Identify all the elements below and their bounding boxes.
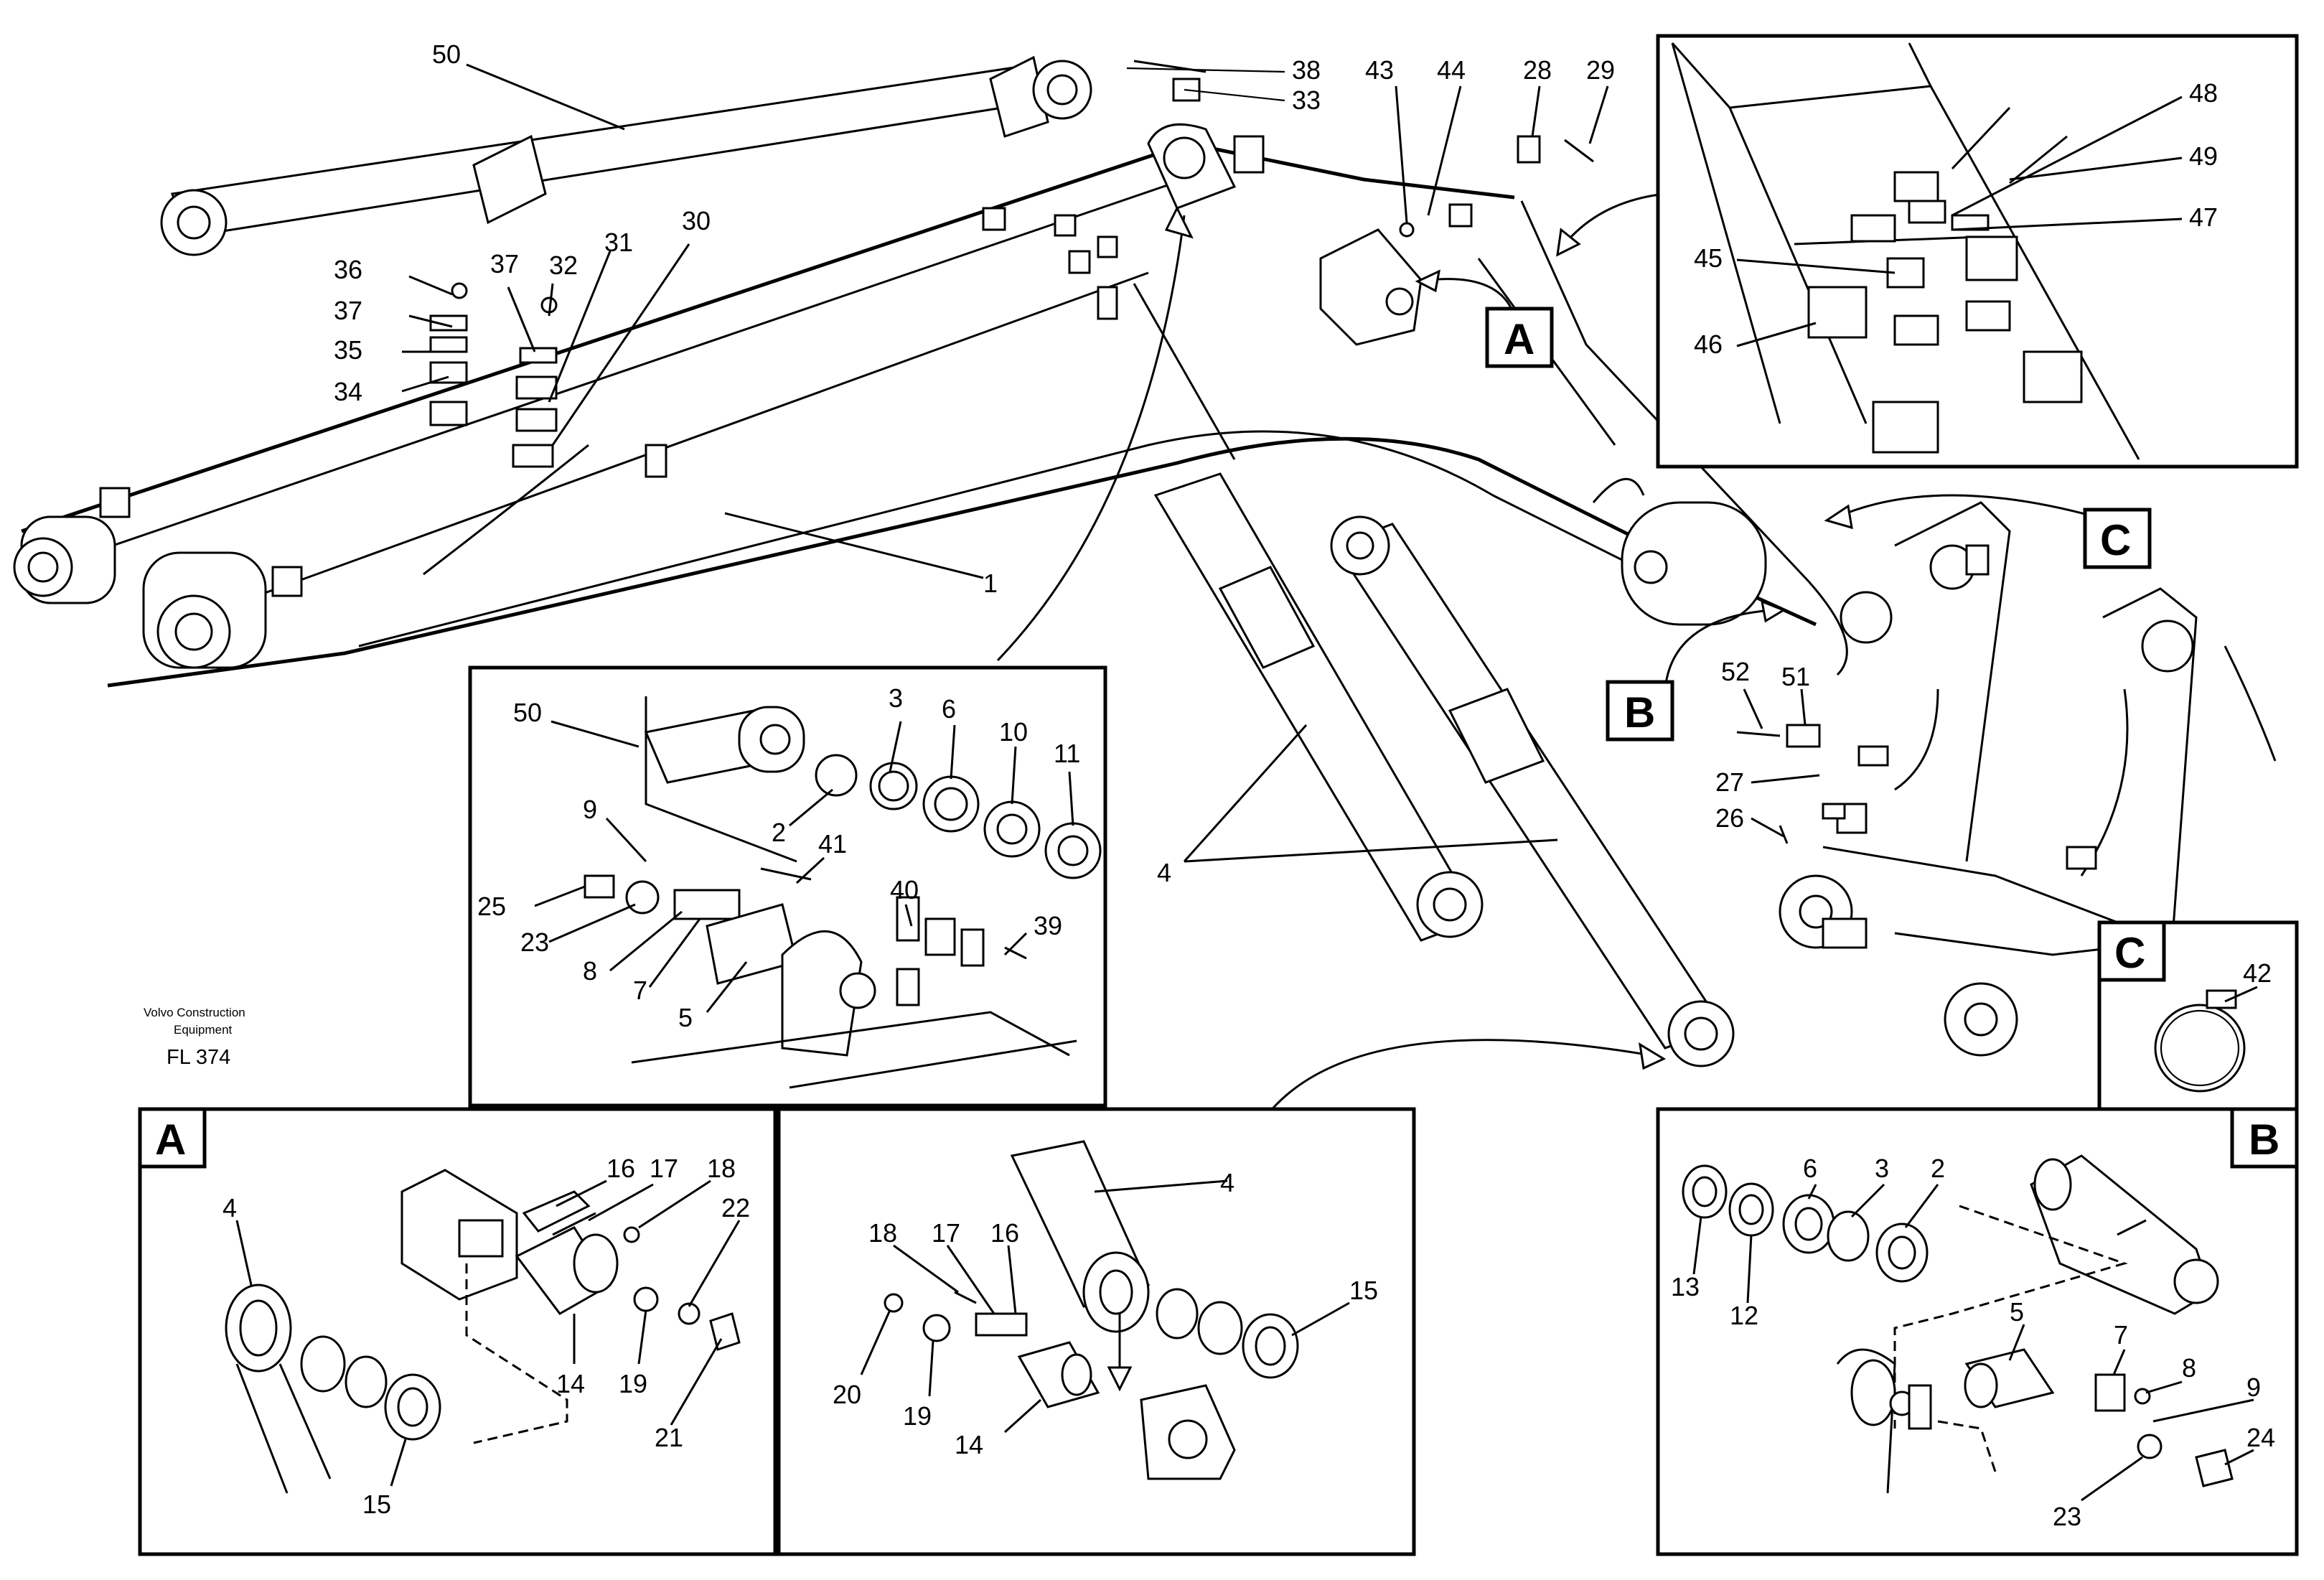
callout-37: 37 xyxy=(334,296,362,325)
callout-3-B: 3 xyxy=(1875,1154,1889,1183)
callout-21: 21 xyxy=(655,1423,683,1452)
callout-49: 49 xyxy=(2189,141,2218,171)
callout-19-A: 19 xyxy=(619,1369,647,1398)
callout-6-inset: 6 xyxy=(942,694,956,724)
callout-15-A: 15 xyxy=(362,1490,391,1519)
credit-block: Volvo Construction Equipment FL 374 xyxy=(144,1006,245,1069)
callout-11: 11 xyxy=(1054,739,1080,768)
callout-51: 51 xyxy=(1781,662,1810,691)
callout-52: 52 xyxy=(1721,657,1750,686)
inset-C-letter: C xyxy=(2114,929,2145,977)
callout-35: 35 xyxy=(334,335,362,365)
credit-line-2: Equipment xyxy=(174,1023,233,1037)
callout-3-inset: 3 xyxy=(889,683,903,713)
callout-13: 13 xyxy=(1671,1272,1700,1301)
inset-B-letter: B xyxy=(2249,1116,2280,1164)
callout-14-mid: 14 xyxy=(955,1430,983,1459)
detail-markers: A B C xyxy=(1485,307,2152,742)
callout-26: 26 xyxy=(1715,803,1744,833)
callout-23-inset: 23 xyxy=(520,927,549,957)
callout-9-inset: 9 xyxy=(583,795,597,824)
boom-cylinder-50 xyxy=(160,55,1092,256)
callout-43: 43 xyxy=(1365,55,1394,85)
callout-48: 48 xyxy=(2189,78,2218,108)
callout-18-mid: 18 xyxy=(868,1218,897,1248)
callout-42: 42 xyxy=(2243,958,2272,988)
callout-2-inset: 2 xyxy=(772,818,786,847)
callout-12: 12 xyxy=(1730,1301,1758,1330)
marker-A: A xyxy=(1504,315,1535,363)
callout-17-mid: 17 xyxy=(932,1218,960,1248)
callout-14-A: 14 xyxy=(556,1369,585,1398)
callout-44: 44 xyxy=(1437,55,1466,85)
callout-39: 39 xyxy=(1034,911,1062,940)
callout-45: 45 xyxy=(1694,243,1723,273)
callout-9-B: 9 xyxy=(2246,1373,2261,1402)
callout-5-inset: 5 xyxy=(678,1003,693,1032)
callout-50-inset: 50 xyxy=(513,698,542,727)
callout-38: 38 xyxy=(1292,55,1321,85)
callout-7-B: 7 xyxy=(2114,1320,2128,1350)
callout-4-mid: 4 xyxy=(1220,1168,1234,1197)
callout-8-B: 8 xyxy=(2182,1353,2196,1383)
callout-10: 10 xyxy=(999,717,1028,747)
callout-6-B: 6 xyxy=(1803,1154,1817,1183)
top-hardware xyxy=(1133,60,1594,238)
callout-36: 36 xyxy=(334,255,362,284)
callout-34: 34 xyxy=(334,377,362,406)
inset-mid: 4 18 17 16 15 20 19 14 xyxy=(777,1107,1416,1556)
inset-center: 50 3 6 10 11 2 9 41 40 25 23 8 7 5 39 xyxy=(468,665,1107,1108)
callout-17-A: 17 xyxy=(650,1154,678,1183)
callout-41: 41 xyxy=(818,829,847,859)
leader-lines-main xyxy=(401,63,1820,863)
credit-line-1: Volvo Construction xyxy=(144,1006,245,1019)
callout-24: 24 xyxy=(2246,1423,2275,1452)
hose-clamps-bracket xyxy=(1736,724,1889,844)
marker-C: C xyxy=(2100,516,2131,564)
callout-23-B: 23 xyxy=(2053,1502,2081,1531)
callout-5-B: 5 xyxy=(2010,1297,2024,1327)
callout-29: 29 xyxy=(1586,55,1615,85)
callout-46: 46 xyxy=(1694,329,1723,359)
callout-7-inset: 7 xyxy=(633,976,647,1005)
callout-16-mid: 16 xyxy=(990,1218,1019,1248)
drawing-code: FL 374 xyxy=(167,1046,230,1069)
inset-C: C 42 xyxy=(2097,920,2299,1111)
callout-20: 20 xyxy=(833,1380,861,1409)
callout-4-A: 4 xyxy=(222,1193,237,1223)
inset-A: A 16 17 18 22 4 14 19 21 xyxy=(138,1107,777,1556)
inset-top-right: 48 49 47 45 46 xyxy=(1656,34,2299,469)
reference-arrows xyxy=(996,192,2096,1121)
callout-27: 27 xyxy=(1715,767,1744,797)
callouts-main: 50 38 33 43 44 28 29 36 37 35 34 37 32 3… xyxy=(334,39,1810,887)
marker-B: B xyxy=(1624,688,1655,737)
callout-1: 1 xyxy=(983,569,998,598)
callout-28: 28 xyxy=(1523,55,1552,85)
callout-2-B: 2 xyxy=(1931,1154,1945,1183)
callout-19-mid: 19 xyxy=(903,1401,932,1431)
callout-22: 22 xyxy=(721,1193,750,1223)
callout-25: 25 xyxy=(477,892,506,921)
arm-cylinders-4 xyxy=(1153,472,1735,1067)
inset-A-letter: A xyxy=(155,1116,186,1164)
callout-37b: 37 xyxy=(490,249,519,279)
inset-B: B 6 3 2 xyxy=(1656,1107,2299,1556)
callout-33: 33 xyxy=(1292,85,1321,115)
callout-32: 32 xyxy=(549,251,578,280)
boom-assembly xyxy=(13,123,1893,688)
callout-47: 47 xyxy=(2189,202,2218,232)
callout-31: 31 xyxy=(604,228,633,257)
guard-part xyxy=(1319,228,1423,346)
callout-16-A: 16 xyxy=(606,1154,635,1183)
callout-15-mid: 15 xyxy=(1349,1276,1378,1305)
callout-18-A: 18 xyxy=(707,1154,736,1183)
callout-30: 30 xyxy=(682,206,711,235)
callout-40: 40 xyxy=(890,875,919,904)
callout-8-inset: 8 xyxy=(583,956,597,986)
callout-50: 50 xyxy=(432,39,461,69)
callout-4: 4 xyxy=(1157,858,1171,887)
